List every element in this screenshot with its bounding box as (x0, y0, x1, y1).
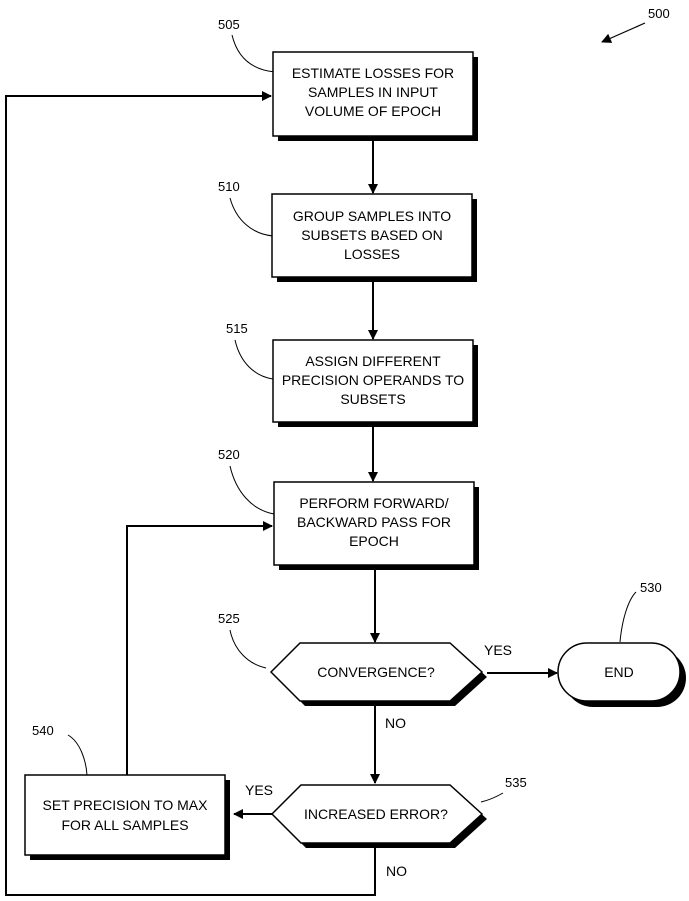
step-540-ref: 540 (32, 723, 54, 738)
step-505-line-2: SAMPLES IN INPUT (308, 84, 438, 100)
decision-535-ref: 535 (505, 775, 527, 790)
step-510-box (271, 193, 473, 278)
step-515-line-2: PRECISION OPERANDS TO (282, 372, 464, 388)
edge-label-convergence-yes: YES (484, 642, 512, 658)
decision-535-leader (480, 792, 504, 803)
step-510-line-1: GROUP SAMPLES INTO (293, 208, 451, 224)
arrow-535-505 (5, 91, 376, 896)
step-520-line-3: EPOCH (349, 533, 399, 549)
terminal-530-shape (557, 642, 681, 702)
step-510-line-3: LOSSES (344, 246, 400, 262)
step-540-leader (67, 734, 88, 776)
decision-525-shape (269, 642, 484, 702)
step-520-box (273, 481, 475, 566)
step-505-line-1: ESTIMATE LOSSES FOR (292, 65, 454, 81)
edge-label-error-yes: YES (245, 782, 273, 798)
decision-535-label: INCREASED ERROR? (304, 806, 448, 822)
step-540-box (24, 774, 226, 856)
step-505-ref: 505 (218, 17, 240, 32)
step-520-line-1: PERFORM FORWARD/ (299, 495, 448, 511)
step-505-leader (231, 34, 276, 73)
step-515-line-1: ASSIGN DIFFERENT (305, 353, 441, 369)
edge-label-convergence-no: NO (385, 715, 406, 731)
step-540-line-2: FOR ALL SAMPLES (61, 817, 188, 833)
step-510-ref: 510 (218, 179, 240, 194)
step-515-box (272, 339, 474, 423)
terminal-530-label: END (604, 664, 634, 680)
step-510-leader (229, 197, 274, 237)
step-515-ref: 515 (226, 321, 248, 336)
decision-525-label: CONVERGENCE? (317, 664, 435, 680)
step-505-box (272, 51, 474, 137)
step-520-line-2: BACKWARD PASS FOR (297, 514, 451, 530)
figure-ref-arrow (601, 22, 646, 43)
decision-525-ref: 525 (218, 611, 240, 626)
decision-525-leader (229, 629, 267, 669)
step-540-line-1: SET PRECISION TO MAX (43, 797, 209, 813)
step-505-line-3: VOLUME OF EPOCH (305, 103, 441, 119)
figure-ref: 500 (648, 6, 670, 21)
edge-label-error-no: NO (386, 863, 407, 879)
step-510-line-2: SUBSETS BASED ON (301, 227, 443, 243)
step-520-leader (229, 465, 275, 515)
terminal-530-ref: 530 (640, 580, 662, 595)
terminal-530-leader (619, 591, 637, 643)
arrow-540-520 (126, 521, 273, 775)
step-515-leader (234, 339, 274, 380)
step-515-line-3: SUBSETS (340, 391, 405, 407)
step-520-ref: 520 (218, 447, 240, 462)
